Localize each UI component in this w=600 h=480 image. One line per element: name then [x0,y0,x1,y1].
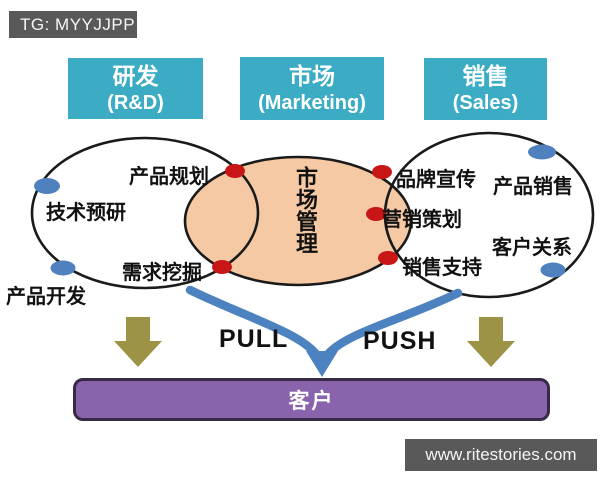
label-product-planning: 产品规划 [129,166,209,188]
down-arrow-right-icon [467,317,515,367]
label-sales-support: 销售支持 [402,257,482,279]
push-arrow-curve [323,288,463,359]
label-demand-mining: 需求挖掘 [122,262,202,284]
highlight-dot-blue-right-bottom [540,262,566,278]
dept-box-marketing: 市场 (Marketing) [240,57,384,120]
intersection-dot-red-left-bottom [212,260,232,274]
dept-sales-label-zh: 销售 [462,63,509,89]
customer-bar: 客户 [73,378,550,421]
dept-rd-label-zh: 研发 [112,62,159,89]
label-pull: PULL [219,325,289,353]
dept-marketing-label-zh: 市场 [289,62,335,89]
dept-sales-label-en: (Sales) [452,92,519,114]
dept-box-rd: 研发 (R&D) [68,58,203,119]
intersection-dot-red-right-bottom [378,251,398,265]
rd-circle [30,136,260,290]
dept-box-sales: 销售 (Sales) [424,58,547,120]
label-market-management: 市场管理 [293,166,318,254]
label-marketing-planning: 营销策划 [382,209,462,231]
highlight-dot-blue-right-top [528,144,556,160]
label-tech-preresearch: 技术预研 [46,202,126,224]
label-customer-relations: 客户关系 [492,237,572,259]
dept-marketing-label-en: (Marketing) [258,91,366,114]
label-product-development: 产品开发 [6,286,86,308]
intersection-dot-red-left-top [225,164,245,178]
telegram-badge: TG: MYYJJPP [9,11,137,38]
dept-rd-label-en: (R&D) [107,91,164,114]
label-brand-promotion: 品牌宣传 [396,169,476,191]
label-push: PUSH [363,327,437,355]
watermark-badge: www.ritestories.com [405,439,597,471]
pull-arrow-curve [185,285,321,359]
highlight-dot-blue-left-bottom [50,260,76,276]
down-arrow-left-icon [114,317,162,367]
intersection-dot-red-right-top [372,165,392,179]
highlight-dot-blue-left-top [34,178,60,194]
customer-bar-label: 客户 [288,389,335,413]
label-product-sales: 产品销售 [493,176,573,198]
intersection-dot-red-right-middle [366,207,386,221]
customer-arrow-head-icon [306,351,338,377]
